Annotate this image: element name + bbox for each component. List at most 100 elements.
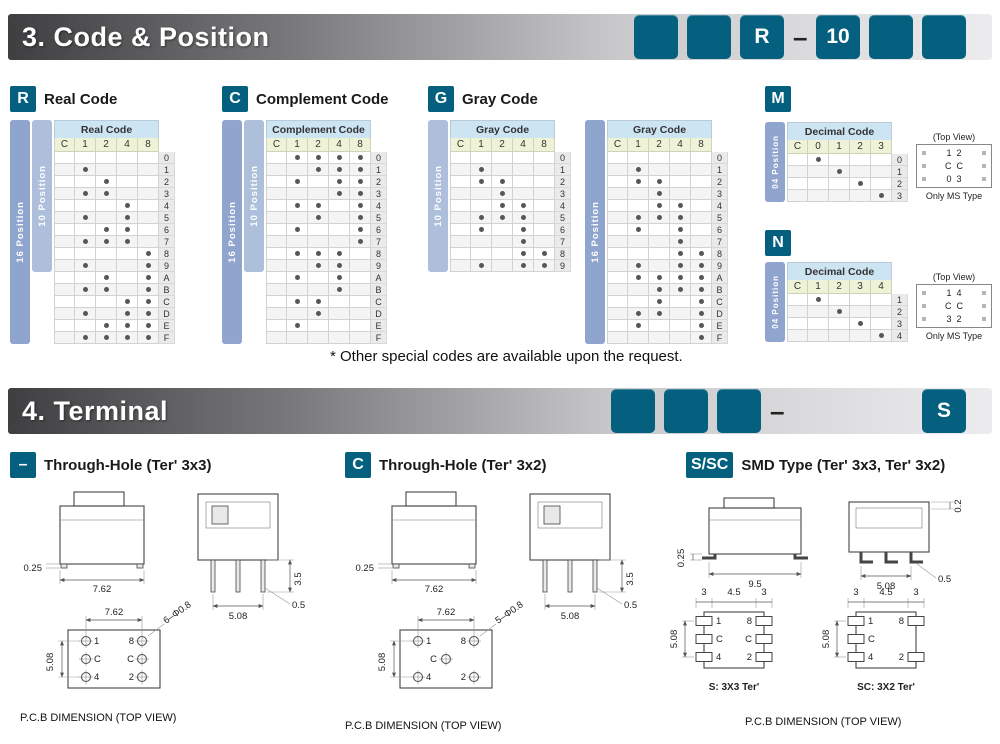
column-header: 2 bbox=[492, 138, 513, 152]
contact-dot bbox=[124, 311, 130, 316]
code-cell bbox=[266, 284, 287, 296]
code-cell bbox=[308, 152, 329, 164]
code-table-row: D bbox=[607, 308, 728, 320]
dim-pin-length: 3.5 bbox=[625, 572, 636, 585]
code-cell bbox=[266, 188, 287, 200]
code-cell bbox=[871, 178, 892, 190]
code-cell bbox=[266, 296, 287, 308]
section3-header-bar: 3. Code & Position R – 10 bbox=[8, 14, 992, 60]
code-cell bbox=[308, 224, 329, 236]
code-cell bbox=[138, 200, 159, 212]
dim-hole-row-pitch: 5.08 bbox=[45, 653, 56, 672]
code-cell bbox=[808, 178, 829, 190]
contact-dot bbox=[103, 179, 109, 184]
code-cell bbox=[513, 164, 534, 176]
row-label: 4 bbox=[892, 330, 908, 342]
part-box-3 bbox=[717, 389, 761, 433]
contact-dot bbox=[82, 263, 88, 268]
code-cell bbox=[607, 332, 628, 344]
complement-code-heading: C Complement Code bbox=[222, 86, 389, 112]
code-cell bbox=[117, 260, 138, 272]
topview-pinout: 1 2 C C 0 3 bbox=[916, 144, 992, 188]
code-table-row: E bbox=[266, 320, 387, 332]
contact-dot bbox=[656, 203, 662, 208]
side-view: 0.25 9.5 bbox=[676, 497, 808, 590]
row-label-spacer bbox=[159, 138, 175, 150]
contact-dot bbox=[857, 321, 863, 326]
code-cell bbox=[628, 236, 649, 248]
code-cell bbox=[649, 164, 670, 176]
code-cell bbox=[54, 164, 75, 176]
contact-dot bbox=[315, 215, 321, 220]
row-label: 4 bbox=[555, 200, 571, 212]
code-cell bbox=[117, 236, 138, 248]
contact-dot bbox=[478, 263, 484, 268]
code-cell bbox=[96, 236, 117, 248]
code-cell bbox=[492, 224, 513, 236]
code-cell bbox=[287, 188, 308, 200]
strip-label: 10 Position bbox=[36, 165, 48, 227]
code-cell bbox=[96, 332, 117, 344]
strip-label: 10 Position bbox=[432, 165, 444, 227]
code-cell bbox=[266, 176, 287, 188]
code-cell bbox=[350, 284, 371, 296]
code-table-row: 6 bbox=[54, 224, 175, 236]
row-label: 9 bbox=[712, 260, 728, 272]
code-cell bbox=[829, 178, 850, 190]
pad-layout-s: 1 8 C C 4 2 3 4.5 3 5.08 S: 3X3 Ter' bbox=[669, 587, 773, 693]
code-cell bbox=[308, 296, 329, 308]
s-layout-label: S: 3X3 Ter' bbox=[709, 682, 760, 693]
code-table-row: C bbox=[607, 296, 728, 308]
section3-part-number-boxes: R – 10 bbox=[634, 15, 966, 59]
code-cell bbox=[850, 318, 871, 330]
column-header: 4 bbox=[329, 138, 350, 152]
code-cell bbox=[450, 176, 471, 188]
code-cell bbox=[607, 296, 628, 308]
column-header: 1 bbox=[471, 138, 492, 152]
contact-dot bbox=[124, 227, 130, 232]
code-cell bbox=[649, 152, 670, 164]
row-label: 9 bbox=[371, 260, 387, 272]
code-cell bbox=[691, 296, 712, 308]
code-table-row: 0 bbox=[450, 152, 571, 164]
real-code-badge: R bbox=[10, 86, 36, 112]
code-cell bbox=[628, 272, 649, 284]
code-cell bbox=[96, 224, 117, 236]
code-cell bbox=[471, 212, 492, 224]
contact-dot bbox=[698, 275, 704, 280]
column-header: 2 bbox=[850, 140, 871, 154]
code-cell bbox=[628, 200, 649, 212]
column-header: 8 bbox=[350, 138, 371, 152]
contact-dot bbox=[145, 311, 151, 316]
code-cell bbox=[829, 190, 850, 202]
code-cell bbox=[75, 332, 96, 344]
contact-dot bbox=[103, 275, 109, 280]
code-cell bbox=[329, 308, 350, 320]
code-table-row: 0 bbox=[787, 154, 908, 166]
code-table-row: F bbox=[266, 332, 387, 344]
code-cell bbox=[117, 224, 138, 236]
code-cell bbox=[450, 248, 471, 260]
real-code-label: Real Code bbox=[44, 90, 118, 108]
code-table-row: 3 bbox=[54, 188, 175, 200]
code-cell bbox=[287, 224, 308, 236]
contact-dot bbox=[336, 251, 342, 256]
code-cell bbox=[287, 176, 308, 188]
code-cell bbox=[117, 320, 138, 332]
code-table-row: 5 bbox=[607, 212, 728, 224]
code-cell bbox=[492, 176, 513, 188]
dim-pin-width: 0.5 bbox=[292, 600, 305, 611]
code-cell bbox=[266, 308, 287, 320]
code-cell bbox=[138, 332, 159, 344]
code-cell bbox=[75, 164, 96, 176]
code-cell bbox=[670, 272, 691, 284]
code-table-row: 2 bbox=[787, 306, 908, 318]
code-cell bbox=[670, 236, 691, 248]
dim-pad-row-pitch: 5.08 bbox=[821, 630, 832, 649]
code-cell bbox=[607, 284, 628, 296]
code-cell bbox=[471, 176, 492, 188]
pcb-view: 1 8 C 4 2 7.62 5.08 5–Φ0.8 bbox=[377, 599, 525, 689]
code-cell bbox=[450, 188, 471, 200]
